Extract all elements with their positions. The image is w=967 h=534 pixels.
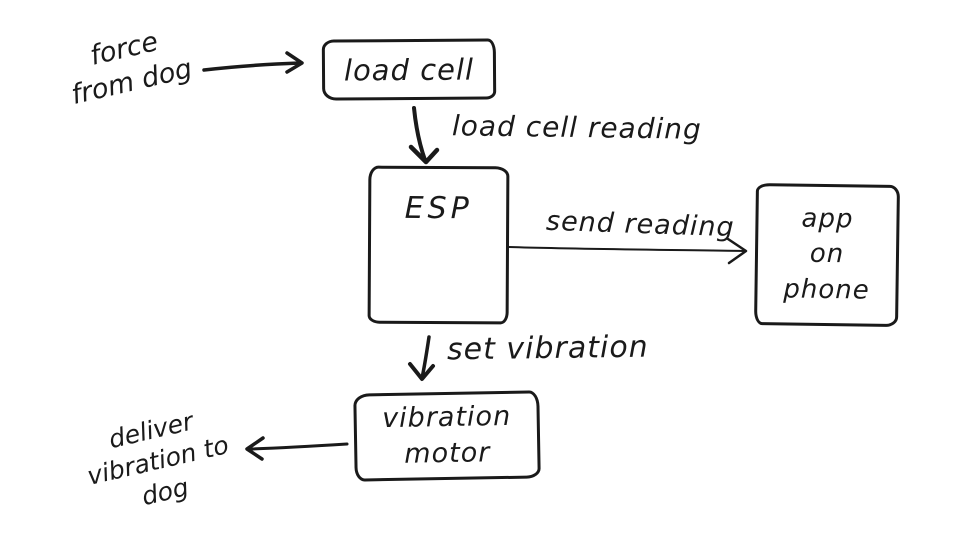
annotation-deliver-vibration-to-dog: deliver vibration to dog	[44, 391, 272, 530]
edge-label-send-reading: send reading	[545, 205, 736, 244]
node-app-on-phone: app on phone	[754, 183, 900, 327]
arrowhead-right-icon	[285, 51, 304, 74]
node-label-line: app	[801, 204, 854, 235]
edge-label-set-vibration: set vibration	[446, 329, 649, 368]
node-label-line: phone	[783, 273, 870, 306]
annotation-force-from-dog: force from dog	[41, 14, 216, 117]
node-vibration-motor: vibration motor	[353, 390, 541, 482]
node-label: ESP	[404, 190, 473, 227]
node-label-line: motor	[404, 437, 491, 470]
node-label-line: on	[809, 239, 845, 270]
arrowhead-down-icon	[408, 144, 440, 165]
node-label: load cell	[343, 52, 475, 87]
node-load-cell: load cell	[321, 38, 497, 101]
arrow-esp-to-motor	[408, 335, 435, 381]
edge-label-load-cell-reading: load cell reading	[451, 109, 703, 146]
arrow-esp-to-app	[508, 237, 748, 265]
arrowhead-down-icon	[408, 362, 435, 381]
arrow-load-cell-to-esp	[408, 106, 440, 165]
node-esp: ESP	[367, 165, 510, 325]
node-label-line: vibration	[381, 400, 512, 434]
arrow-force-to-load-cell	[202, 51, 304, 74]
